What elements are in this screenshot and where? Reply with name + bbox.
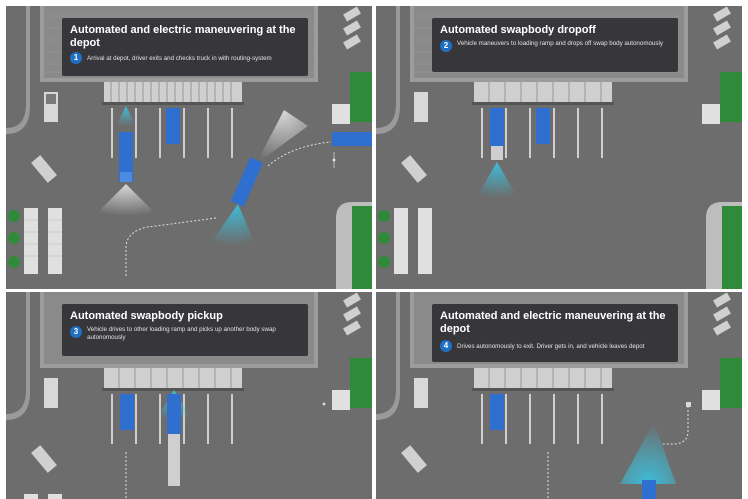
panel-3: Automated swapbody pickup 3 Vehicle driv… bbox=[6, 292, 372, 499]
panel-4: Automated and electric maneuvering at th… bbox=[376, 292, 742, 499]
panel-2: Automated swapbody dropoff 2 Vehicle man… bbox=[376, 6, 742, 289]
panel-title: Automated swapbody pickup bbox=[70, 310, 223, 322]
step-number-badge: 3 bbox=[70, 326, 82, 338]
caption-panel-1: Automated and electric maneuvering at th… bbox=[62, 18, 308, 76]
step-number-badge: 1 bbox=[70, 52, 82, 64]
panel-description: Arrival at depot, driver exits and check… bbox=[87, 55, 272, 62]
panel-1: Automated and electric maneuvering at th… bbox=[6, 6, 372, 289]
panel-description: Vehicle drives to other loading ramp and… bbox=[87, 326, 276, 341]
panel-title: Automated swapbody dropoff bbox=[440, 24, 596, 36]
caption-panel-3: Automated swapbody pickup 3 Vehicle driv… bbox=[62, 304, 308, 356]
panel-description: Vehicle maneuvers to loading ramp and dr… bbox=[457, 40, 663, 47]
caption-panel-2: Automated swapbody dropoff 2 Vehicle man… bbox=[432, 18, 678, 72]
panel-description: Drives autonomously to exit. Driver gets… bbox=[457, 343, 645, 350]
caption-panel-4: Automated and electric maneuvering at th… bbox=[432, 304, 678, 362]
panel-title: Automated and electric maneuvering at th… bbox=[440, 310, 666, 335]
step-number-badge: 4 bbox=[440, 340, 452, 352]
panel-title: Automated and electric maneuvering at th… bbox=[70, 24, 296, 49]
step-number-badge: 2 bbox=[440, 40, 452, 52]
